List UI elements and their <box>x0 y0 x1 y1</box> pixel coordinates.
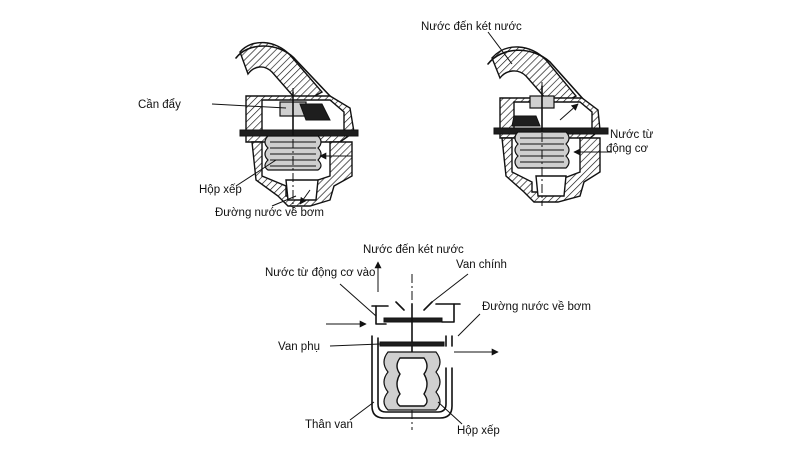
label-from-engine-top-right-line1: Nước từ <box>610 129 654 141</box>
label-from-engine-top-right-line2: động cơ <box>606 143 649 155</box>
leader-main-valve <box>431 273 469 303</box>
label-return-bottom: Đường nước về bơm <box>482 301 591 313</box>
label-bellows-bottom: Hộp xếp <box>457 425 500 437</box>
thermostat-open-illustration <box>487 46 612 206</box>
leader-body <box>349 401 375 421</box>
leader-return-top-left <box>271 195 297 207</box>
leader-bellows-top-left <box>235 159 277 187</box>
leader-return-bottom <box>457 313 481 337</box>
label-to-radiator-bottom: Nước đến két nước <box>363 244 464 256</box>
leader-engine-in <box>339 283 377 317</box>
label-to-radiator-top-right: Nước đến két nước <box>421 21 522 33</box>
thermostat-closed-illustration <box>235 41 359 210</box>
label-engine-in: Nước từ động cơ vào <box>265 267 375 279</box>
label-main-valve: Van chính <box>456 259 507 271</box>
label-bellows-top-left: Hộp xếp <box>199 184 242 196</box>
leader-to-radiator-top-right <box>487 31 513 65</box>
label-body: Thân van <box>305 419 353 431</box>
label-aux-valve: Van phụ <box>278 341 320 353</box>
leader-bellows-bottom <box>437 401 463 425</box>
leader-pushrod <box>211 103 287 109</box>
thermostat-schematic <box>326 261 499 430</box>
label-return-top-left: Đường nước về bơm <box>215 207 324 219</box>
label-pushrod: Cần đẩy <box>138 99 181 111</box>
leader-aux-valve <box>329 343 381 347</box>
